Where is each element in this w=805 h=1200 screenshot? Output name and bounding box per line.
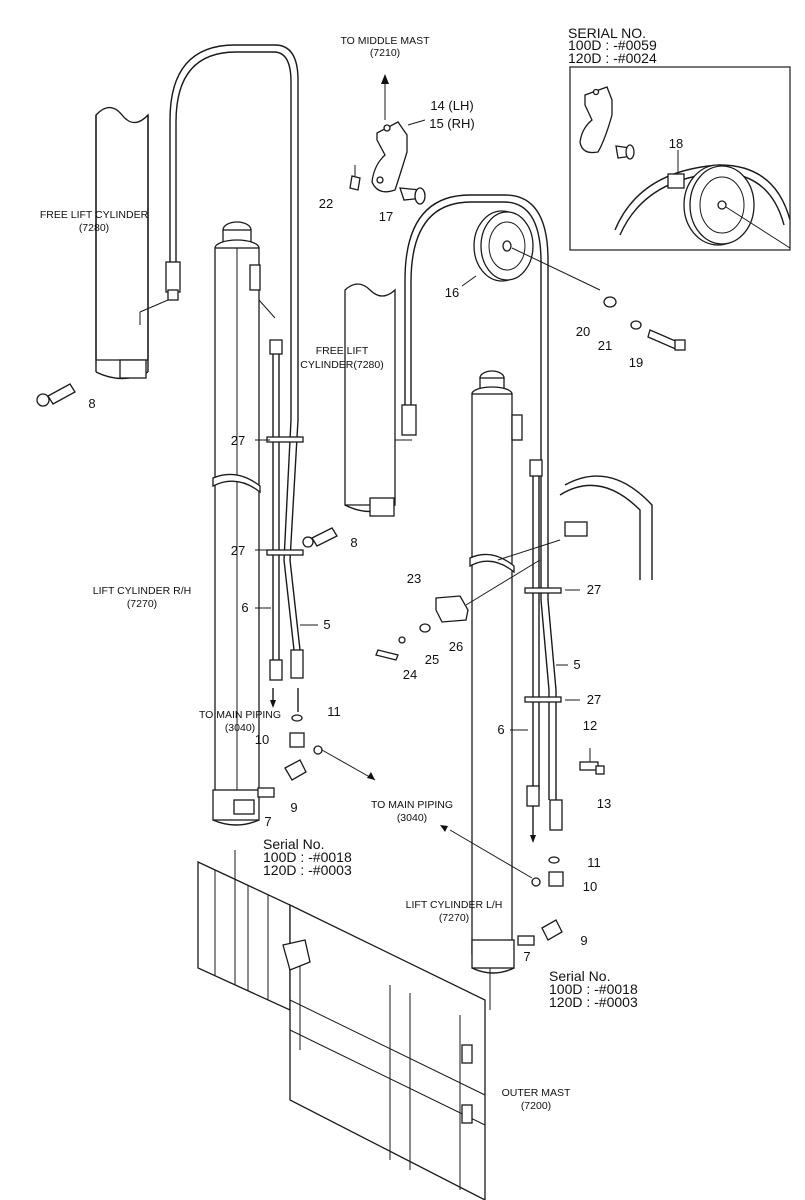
part-number-22: 22 xyxy=(319,196,333,211)
serial-note-1-line2: 120D : -#0003 xyxy=(263,862,352,878)
label-free-lift-cyl-mid-1: FREE LIFT xyxy=(316,345,369,357)
part-number-27b: 27 xyxy=(231,543,245,558)
label-to-main-piping-2: TO MAIN PIPING xyxy=(371,799,453,811)
free-lift-cylinder-left-drawing xyxy=(95,106,169,380)
diagram-labels: TO MIDDLE MAST (7210) 14 (LH) 15 (RH) FR… xyxy=(40,25,683,1112)
part-number-8b: 8 xyxy=(350,535,357,550)
part-number-7b: 7 xyxy=(523,949,530,964)
label-bracket-rh: 15 (RH) xyxy=(429,116,475,131)
part-number-7a: 7 xyxy=(264,814,271,829)
part-number-27a: 27 xyxy=(231,433,245,448)
clamp-leaders xyxy=(255,74,580,731)
pulley-assembly xyxy=(349,121,686,351)
serial-box-title: SERIAL NO. xyxy=(568,25,646,41)
part-number-6b: 6 xyxy=(497,722,504,737)
part-number-23: 23 xyxy=(407,571,421,586)
part-number-13: 13 xyxy=(597,796,611,811)
label-to-main-piping-2-ref: (3040) xyxy=(397,812,427,824)
label-to-main-piping-1-ref: (3040) xyxy=(225,722,255,734)
part-number-27c: 27 xyxy=(587,582,601,597)
part-number-19: 19 xyxy=(629,355,643,370)
part-number-5a: 5 xyxy=(323,617,330,632)
part-number-21: 21 xyxy=(598,338,612,353)
part-number-9a: 9 xyxy=(290,800,297,815)
label-free-lift-cyl-mid-2: CYLINDER(7280) xyxy=(300,359,383,371)
serial-note-1-title: Serial No. xyxy=(263,836,324,852)
part-number-5b: 5 xyxy=(573,657,580,672)
lift-cylinder-rh-drawing xyxy=(212,221,276,826)
lift-cylinder-lh-drawing xyxy=(469,370,523,974)
bracket-23-assembly xyxy=(375,559,541,661)
pipes-lh xyxy=(524,459,563,843)
serial-note-2-line2: 120D : -#0003 xyxy=(549,994,638,1010)
part-number-10a: 10 xyxy=(255,732,269,747)
part-number-11b: 11 xyxy=(587,855,601,870)
part-number-10b: 10 xyxy=(583,879,597,894)
part-number-18: 18 xyxy=(669,136,683,151)
label-free-lift-cyl-left: FREE LIFT CYLINDER xyxy=(40,209,149,221)
part-number-11a: 11 xyxy=(327,704,341,719)
mast-right-structure xyxy=(497,475,653,580)
part-number-24: 24 xyxy=(403,667,417,682)
part-number-20: 20 xyxy=(576,324,590,339)
outer-mast-drawing xyxy=(197,850,491,1200)
serial-note-1-line1: 100D : -#0018 xyxy=(263,849,352,865)
serial-box-line2: 120D : -#0024 xyxy=(568,50,657,66)
label-outer-mast-ref: (7200) xyxy=(521,1100,551,1112)
part-number-26: 26 xyxy=(449,639,463,654)
hose-over-pulley xyxy=(401,194,557,800)
fittings-rh xyxy=(257,714,376,798)
label-lift-cyl-lh-ref: (7270) xyxy=(439,912,469,924)
fittings-lh xyxy=(440,748,605,946)
serial-note-2-title: Serial No. xyxy=(549,968,610,984)
label-bracket-lh: 14 (LH) xyxy=(430,98,473,113)
label-to-main-piping-1: TO MAIN PIPING xyxy=(199,709,281,721)
part-number-8a: 8 xyxy=(88,396,95,411)
hose-free-lift-left xyxy=(165,44,301,651)
label-outer-mast: OUTER MAST xyxy=(502,1087,571,1099)
serial-box-line1: 100D : -#0059 xyxy=(568,37,657,53)
part-number-6a: 6 xyxy=(241,600,248,615)
serial-note-2-line1: 100D : -#0018 xyxy=(549,981,638,997)
label-free-lift-cyl-left-ref: (7280) xyxy=(79,222,109,234)
label-lift-cyl-rh-ref: (7270) xyxy=(127,598,157,610)
serial-inset-box xyxy=(569,66,791,251)
free-lift-cylinder-mid-drawing xyxy=(344,283,412,517)
part-number-16: 16 xyxy=(445,285,459,300)
part-number-12: 12 xyxy=(583,718,597,733)
label-lift-cyl-rh: LIFT CYLINDER R/H xyxy=(93,585,191,597)
part-number-27d: 27 xyxy=(587,692,601,707)
label-to-middle-mast-ref: (7210) xyxy=(370,47,400,59)
label-to-middle-mast: TO MIDDLE MAST xyxy=(340,35,430,47)
pipes-rh xyxy=(266,339,304,712)
part-number-9b: 9 xyxy=(580,933,587,948)
pins-8 xyxy=(36,383,338,548)
part-number-25: 25 xyxy=(425,652,439,667)
part-number-17: 17 xyxy=(379,209,393,224)
label-lift-cyl-lh: LIFT CYLINDER L/H xyxy=(406,899,503,911)
